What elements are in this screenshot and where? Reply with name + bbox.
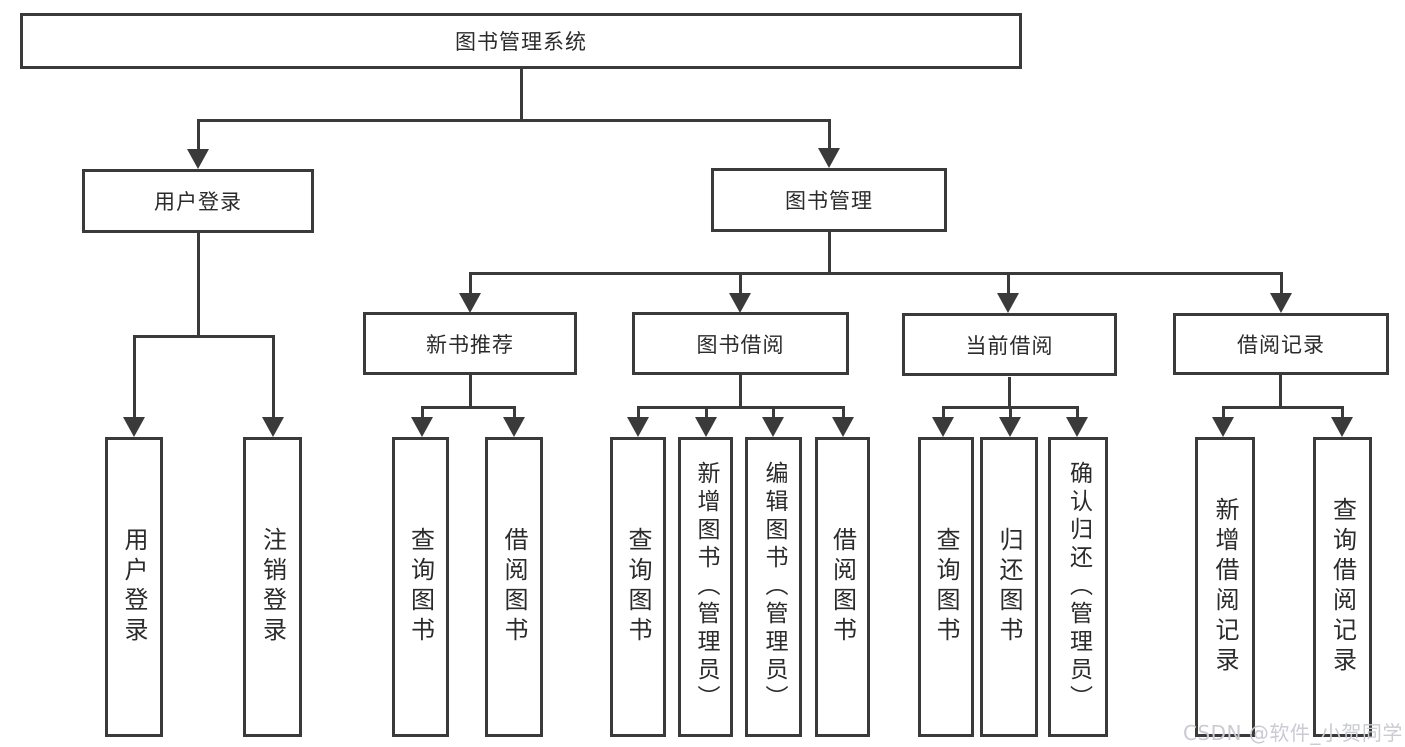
leaf-borrow-books-recommend-label: 借阅图书 [500, 527, 528, 647]
leaf-add-borrow-record: 新增借阅记录 [1195, 437, 1255, 737]
node-current-borrowing: 当前借阅 [902, 313, 1117, 376]
node-borrowing-records-label: 借阅记录 [1237, 333, 1325, 357]
node-borrowing-records: 借阅记录 [1173, 313, 1389, 375]
connector-drop-leaf-logout [272, 335, 275, 418]
connector-drop-e1 [1222, 406, 1225, 418]
arrow-down-new-book [459, 293, 481, 313]
leaf-query-books-borrowing-label: 查询图书 [624, 527, 652, 647]
arrow-down-leaf-user-login [123, 417, 145, 437]
arrow-down-d1 [932, 417, 954, 437]
arrow-down-d2 [999, 417, 1021, 437]
leaf-logout-label: 注销登录 [258, 527, 287, 647]
leaf-return-books: 归还图书 [980, 437, 1038, 737]
leaf-borrow-books: 借阅图书 [815, 437, 870, 737]
connector-drop-d2 [1009, 406, 1012, 418]
arrow-down-leaf-logout [262, 417, 284, 437]
connector-user-login-stem [197, 233, 200, 335]
connector-borrowing-records-stem [1279, 375, 1282, 406]
node-user-login-label: 用户登录 [154, 190, 242, 214]
connector-drop-c4 [842, 406, 845, 418]
connector-user-login-bar [133, 335, 275, 338]
node-book-borrowing: 图书借阅 [632, 312, 849, 375]
leaf-user-login: 用户登录 [105, 437, 163, 737]
connector-drop-current-borrowing [1007, 272, 1010, 294]
leaf-borrow-books-label: 借阅图书 [828, 527, 857, 647]
leaf-user-login-label: 用户登录 [120, 527, 148, 647]
leaf-query-books-recommend: 查询图书 [392, 437, 449, 737]
leaf-query-borrow-record-label: 查询借阅记录 [1328, 497, 1357, 677]
connector-drop-c3 [772, 406, 775, 418]
connector-drop-user-login [197, 119, 200, 151]
connector-new-book-stem [469, 375, 472, 406]
connector-drop-book-borrowing [739, 272, 742, 294]
connector-book-management-bar [469, 272, 1283, 275]
connector-drop-borrowing-records [1280, 272, 1283, 294]
connector-drop-e2 [1341, 406, 1344, 418]
connector-borrowing-records-bar [1222, 406, 1344, 409]
arrow-down-c2 [695, 417, 717, 437]
node-root: 图书管理系统 [20, 13, 1022, 69]
connector-root-bar [197, 119, 831, 122]
connector-drop-b2 [513, 406, 516, 418]
leaf-add-books-admin: 新增图书（管理员） [678, 437, 733, 737]
csdn-watermark: CSDN @软件_小贺同学 [1183, 721, 1403, 745]
leaf-query-books-recommend-label: 查询图书 [406, 527, 435, 647]
arrow-down-current-borrowing [997, 293, 1019, 313]
arrow-down-book-borrowing [729, 293, 751, 313]
connector-drop-d1 [942, 406, 945, 418]
arrow-down-c1 [627, 417, 649, 437]
arrow-down-book-management [818, 148, 840, 168]
leaf-borrow-books-recommend: 借阅图书 [485, 437, 543, 737]
node-current-borrowing-label: 当前借阅 [965, 333, 1054, 358]
connector-drop-leaf-user-login [133, 335, 136, 418]
leaf-query-books-current-label: 查询图书 [932, 527, 960, 647]
arrow-down-c3 [762, 417, 784, 437]
arrow-down-user-login [187, 149, 209, 169]
connector-drop-d3 [1076, 406, 1079, 418]
connector-drop-c1 [637, 406, 640, 418]
node-user-login: 用户登录 [82, 169, 314, 233]
connector-new-book-bar [421, 406, 516, 409]
leaf-logout: 注销登录 [243, 437, 302, 737]
leaf-query-books-borrowing: 查询图书 [610, 437, 666, 737]
connector-drop-new-book [469, 272, 472, 294]
node-book-management-label: 图书管理 [785, 189, 873, 213]
leaf-add-books-admin-label: 新增图书（管理员） [693, 461, 719, 713]
arrow-down-e1 [1212, 417, 1234, 437]
connector-current-borrowing-stem [1008, 377, 1011, 406]
arrow-down-b1 [411, 417, 433, 437]
connector-book-borrowing-stem [739, 375, 742, 406]
connector-drop-b1 [421, 406, 424, 418]
leaf-return-books-label: 归还图书 [995, 527, 1023, 647]
leaf-edit-books-admin: 编辑图书（管理员） [745, 437, 802, 737]
leaf-edit-books-admin-label: 编辑图书（管理员） [761, 461, 787, 713]
arrow-down-borrowing-records [1270, 293, 1292, 313]
leaf-confirm-return-admin: 确认归还（管理员） [1048, 437, 1108, 737]
arrow-down-d3 [1066, 417, 1088, 437]
arrow-down-c4 [832, 417, 854, 437]
connector-book-borrowing-bar [637, 406, 845, 409]
node-new-book-recommendation-label: 新书推荐 [426, 332, 514, 357]
connector-drop-c2 [705, 406, 708, 418]
node-book-management: 图书管理 [711, 168, 947, 232]
leaf-query-borrow-record: 查询借阅记录 [1313, 437, 1372, 737]
node-book-borrowing-label: 图书借阅 [696, 332, 785, 357]
leaf-query-books-current: 查询图书 [918, 437, 974, 737]
leaf-confirm-return-admin-label: 确认归还（管理员） [1065, 461, 1092, 713]
arrow-down-e2 [1331, 417, 1353, 437]
arrow-down-b2 [503, 417, 525, 437]
connector-book-management-stem [828, 232, 831, 272]
connector-drop-book-management [828, 119, 831, 150]
node-root-label: 图书管理系统 [455, 30, 587, 54]
node-new-book-recommendation: 新书推荐 [363, 312, 577, 375]
leaf-add-borrow-record-label: 新增借阅记录 [1211, 497, 1239, 677]
connector-root-stem [520, 69, 523, 119]
